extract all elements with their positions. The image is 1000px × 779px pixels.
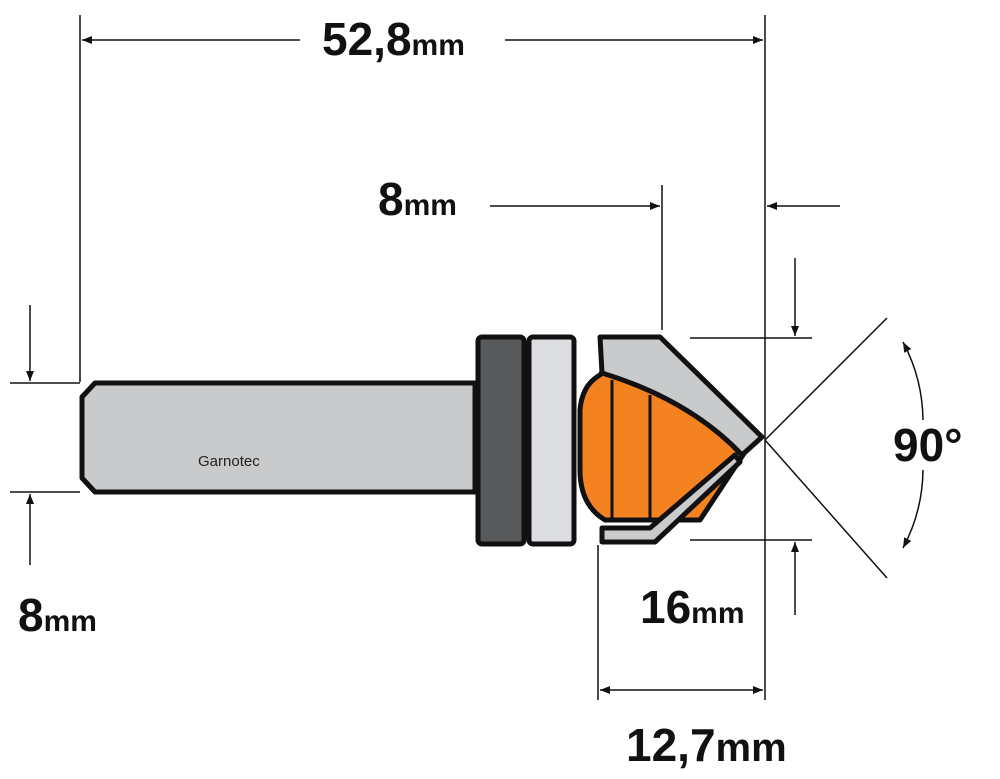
shank-diameter-label: 8mm — [18, 592, 97, 638]
value: 8 — [378, 173, 404, 225]
cutting-diameter-label: 16mm — [640, 584, 745, 630]
shank — [79, 380, 478, 495]
value: 12,7 — [626, 719, 716, 771]
cutting-height-label: 8mm — [378, 176, 457, 222]
unit: mm — [403, 189, 457, 222]
bearing-ring — [526, 334, 577, 547]
unit: mm — [715, 726, 787, 770]
body-length-label: 12,7mm — [626, 722, 787, 768]
value: 52,8 — [322, 13, 412, 65]
unit: mm — [691, 597, 745, 630]
value: 8 — [18, 589, 44, 641]
unit: mm — [43, 605, 97, 638]
overall-length-label: 52,8mm — [322, 16, 465, 62]
dark-ring — [475, 334, 527, 547]
brand-label: Garnotec — [198, 453, 260, 470]
unit: mm — [411, 29, 465, 62]
angle-label: 90° — [893, 419, 963, 471]
lower-blade — [599, 452, 743, 545]
value: 16 — [640, 581, 692, 633]
upper-blade — [597, 334, 765, 458]
router-bit — [79, 334, 765, 547]
dimension-lines — [10, 15, 924, 700]
